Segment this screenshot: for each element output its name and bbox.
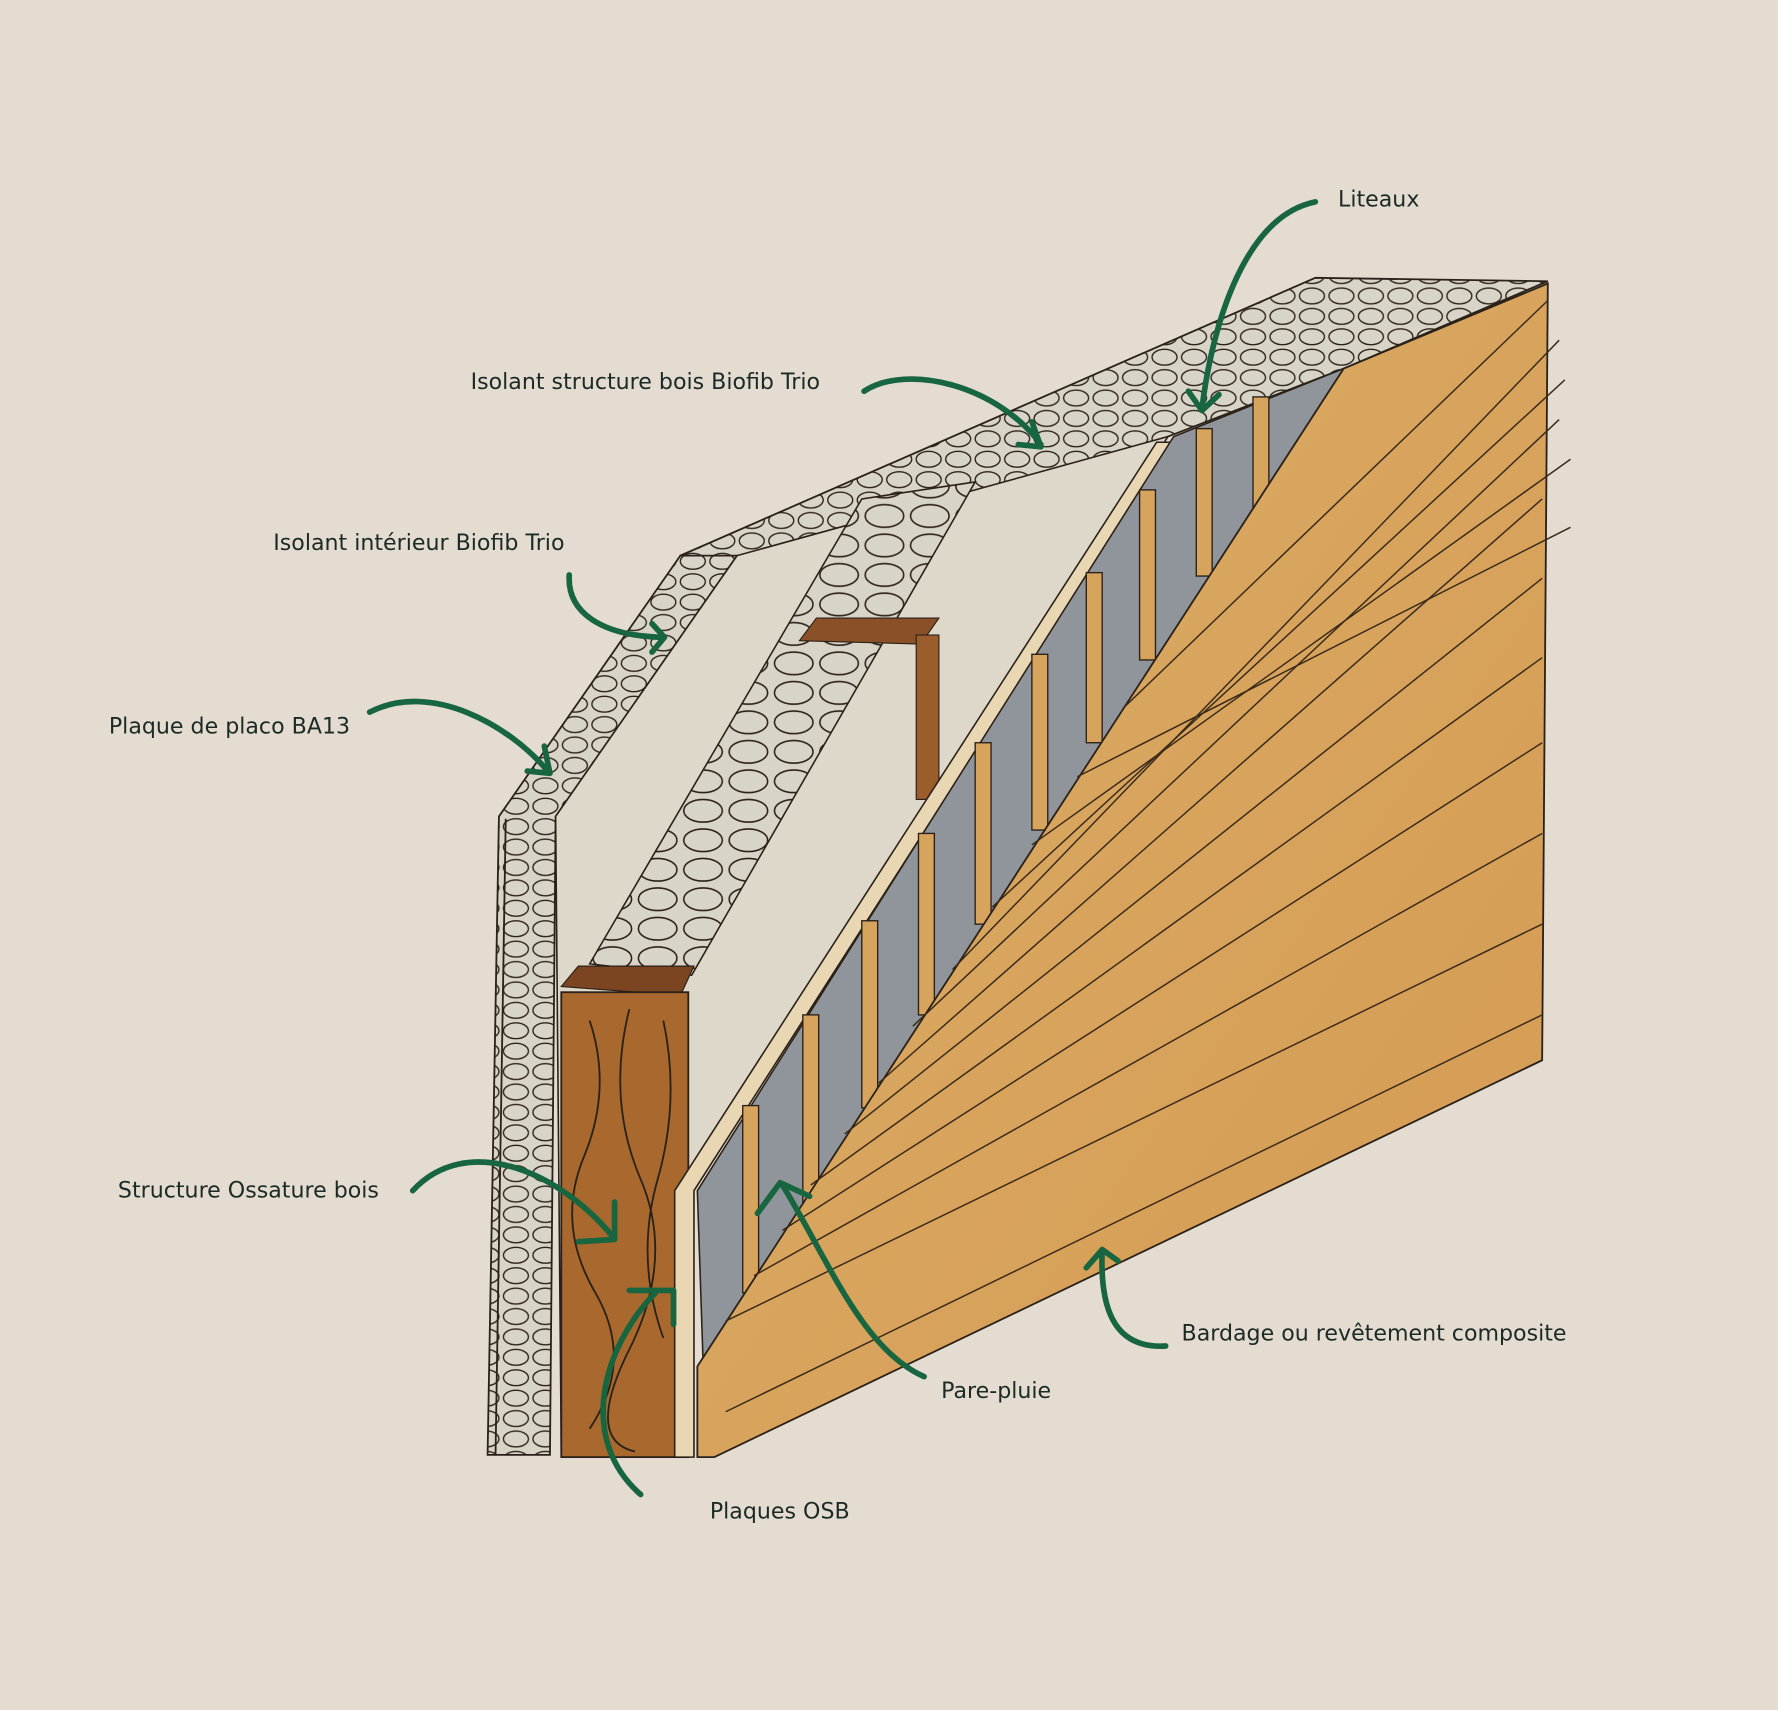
label-osb: Plaques OSB xyxy=(710,1498,850,1524)
label-bardage: Bardage ou revêtement composite xyxy=(1182,1320,1567,1346)
arrow-ossature xyxy=(409,1159,618,1245)
label-placo: Plaque de placo BA13 xyxy=(109,714,350,740)
label-isolant-interieur: Isolant intérieur Biofib Trio xyxy=(273,530,564,556)
label-pare-pluie: Pare-pluie xyxy=(941,1378,1051,1404)
arrow-pare-pluie xyxy=(754,1179,927,1380)
cladding xyxy=(696,282,1571,1459)
label-isolant-structure: Isolant structure bois Biofib Trio xyxy=(471,369,820,395)
arrow-liteaux xyxy=(1185,199,1319,414)
arrow-placo xyxy=(366,698,553,777)
arrow-osb xyxy=(600,1287,677,1498)
wood-stud xyxy=(560,965,695,1459)
arrow-bardage xyxy=(1083,1246,1169,1349)
label-ossature: Structure Ossature bois xyxy=(118,1177,379,1203)
arrow-isolant-structure xyxy=(861,376,1044,450)
label-liteaux: Liteaux xyxy=(1338,186,1419,212)
osb-panel xyxy=(673,441,1176,1458)
arrow-isolant-interieur xyxy=(566,572,668,655)
